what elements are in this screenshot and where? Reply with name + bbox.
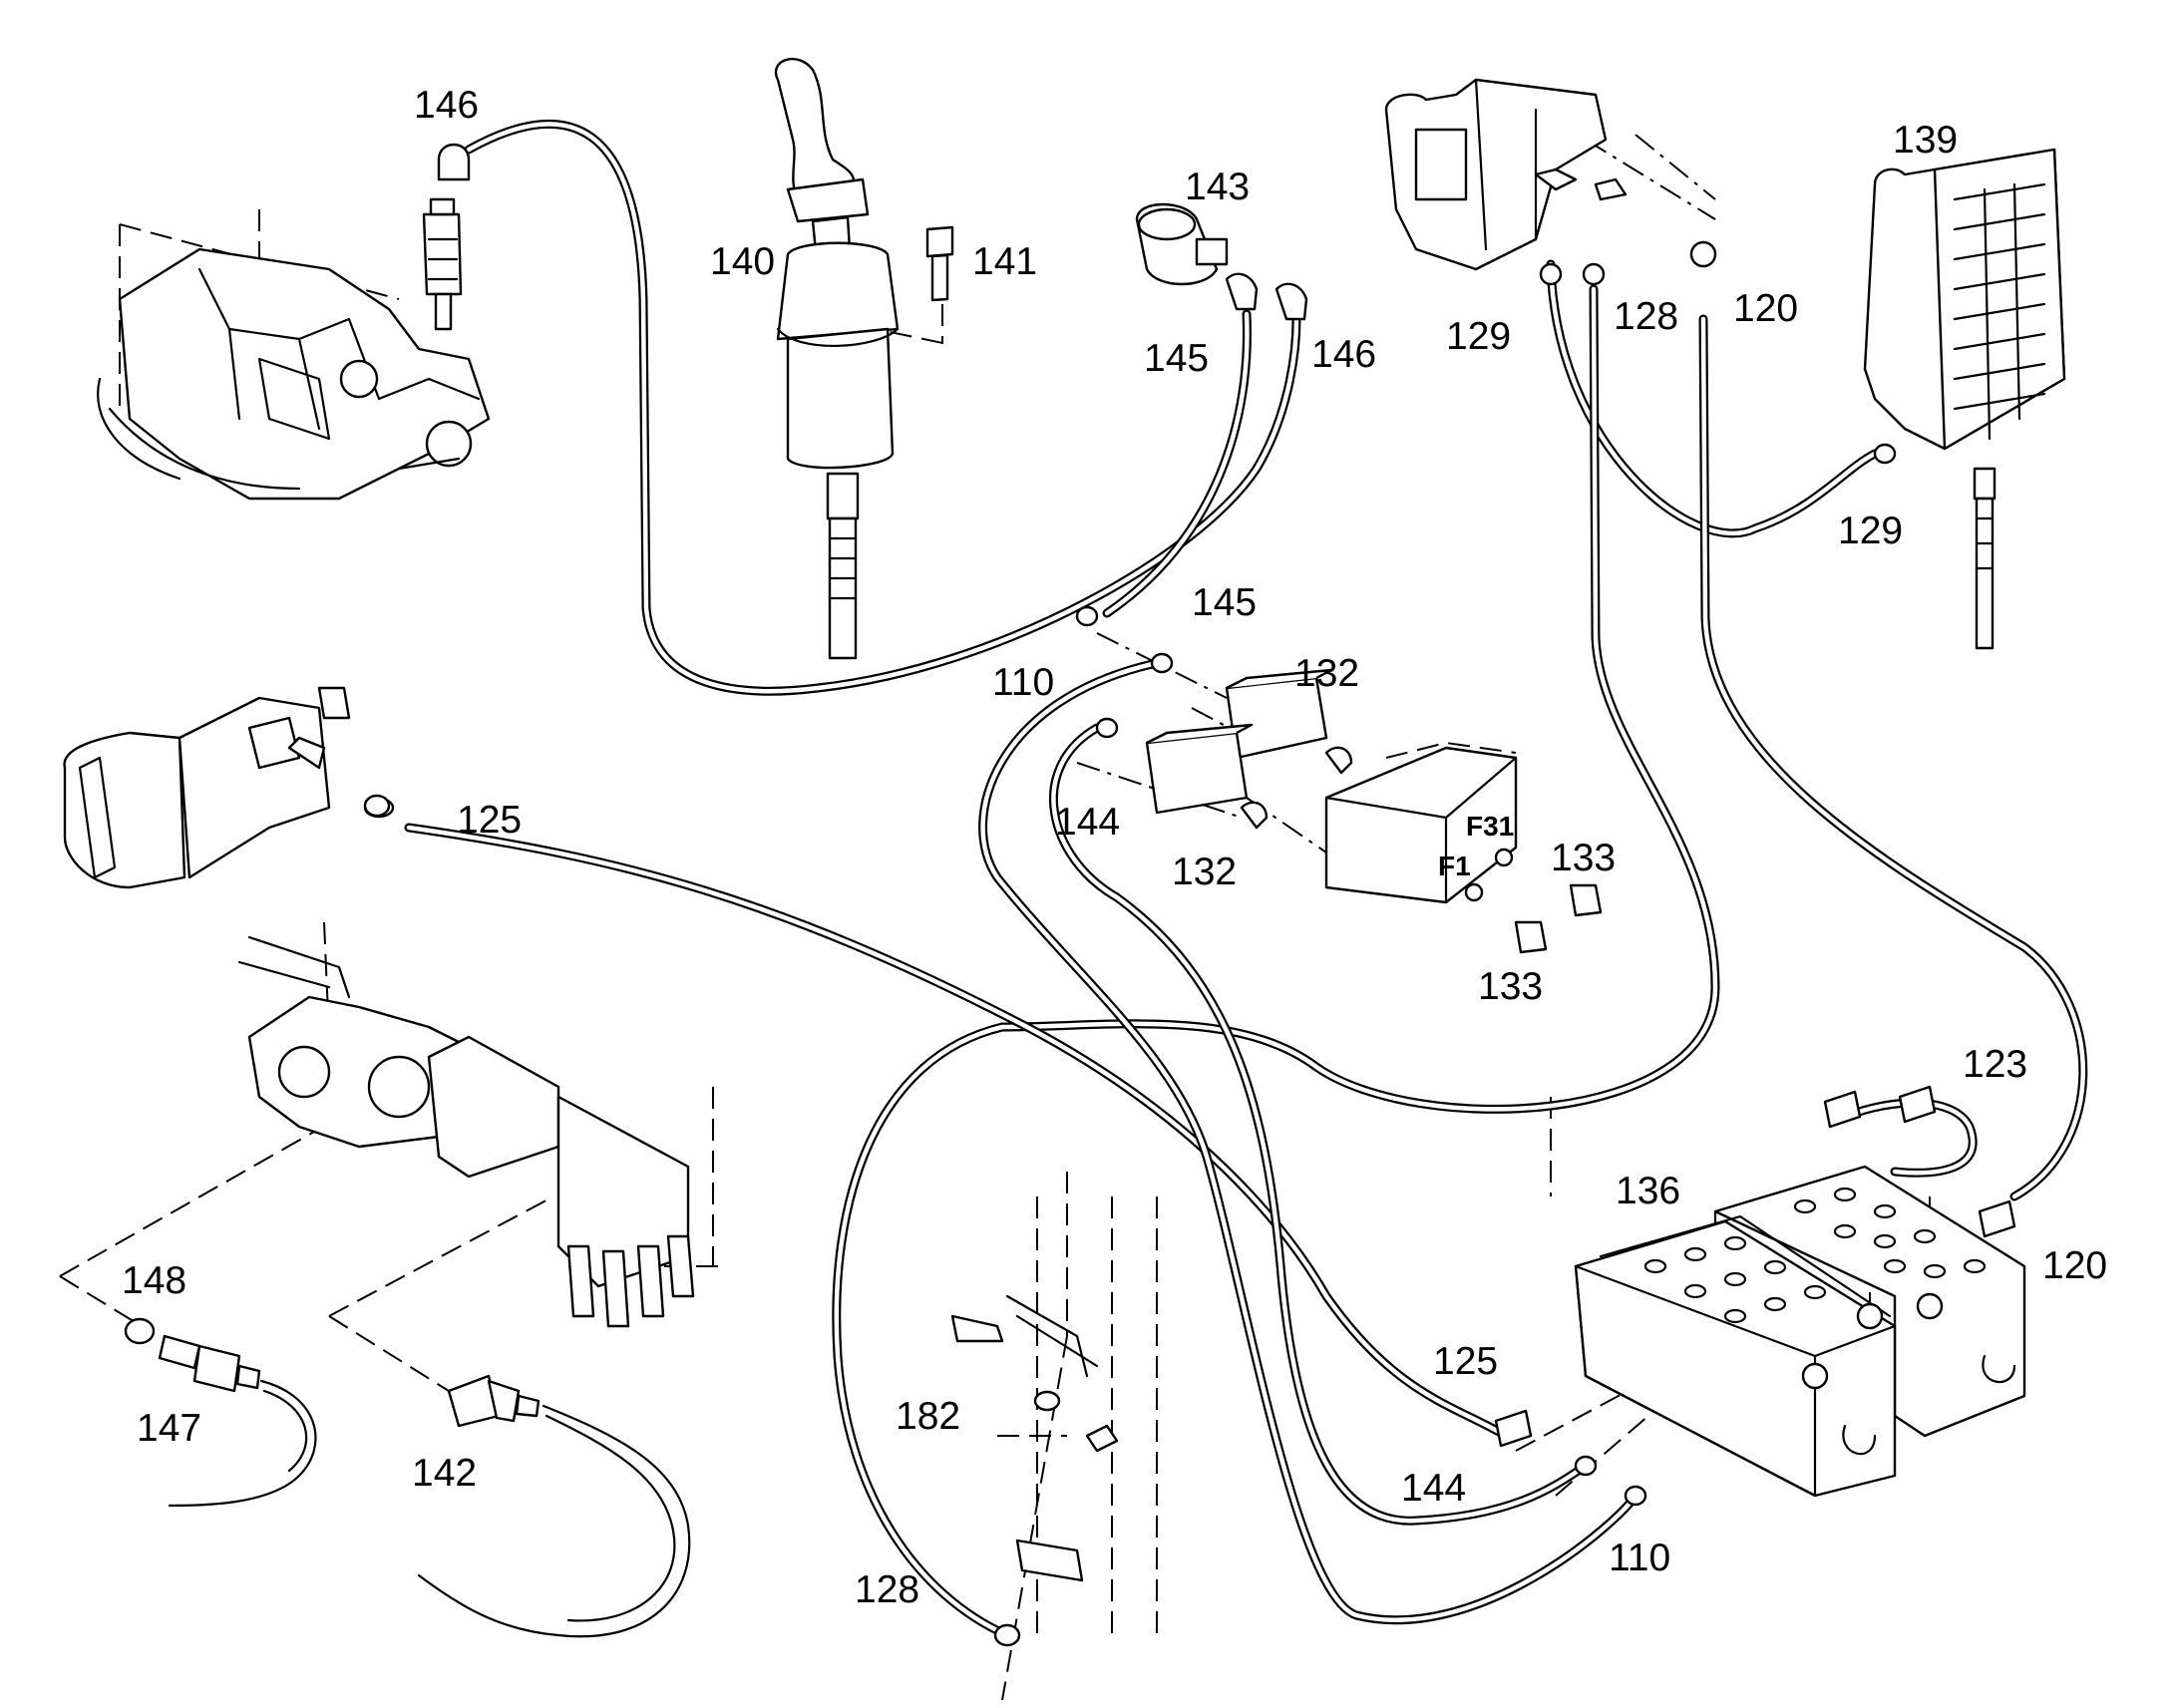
sensor-147 [124,1317,317,1508]
starter-motor [63,686,395,889]
label-145-cable: 145 [1144,337,1209,380]
label-148-seal: 148 [122,1259,186,1302]
label-110-cable: 110 [992,661,1054,704]
label-141-screw: 141 [972,240,1037,283]
label-140-joystick: 140 [710,240,775,283]
label-144-cable: 144 [1055,801,1120,844]
label-144-cable-lower: 144 [1401,1467,1466,1510]
callout-labels: 146 140 141 143 145 146 129 128 120 139 … [122,84,2107,1611]
pressure-sensor-146 [422,143,471,331]
battery-switch [1384,78,1717,286]
label-128-cable: 128 [1614,295,1678,338]
relay-143 [1135,202,1308,321]
screw-141 [925,225,954,302]
label-fuse-f31: F31 [1466,811,1514,842]
fuse-box [1324,741,1603,954]
label-143-relay: 143 [1185,166,1250,208]
joystick-140 [774,58,900,660]
label-110-cable-lower: 110 [1609,1537,1670,1579]
label-128-cable-lower: 128 [855,1568,919,1611]
sensor-142 [417,1374,691,1638]
label-132-breaker-lower: 132 [1172,851,1237,893]
label-120-cable-lower: 120 [2042,1244,2107,1287]
label-120-cable: 120 [1733,287,1798,330]
label-129-cable-lower: 129 [1838,510,1903,552]
cables [404,119,2088,1640]
bracket-182 [950,1294,1119,1582]
label-182-bolt: 182 [896,1395,960,1438]
label-146-cable: 146 [1311,333,1376,376]
label-147-sensor: 147 [137,1407,201,1450]
label-146-sensor: 146 [414,84,479,127]
ring-terminals [363,443,1897,1647]
label-139-control-unit: 139 [1893,119,1958,162]
label-142-sensor: 142 [412,1452,477,1495]
gearbox-assembly [97,247,491,501]
batteries-136 [1494,1085,2026,1498]
valve-block [237,935,695,1328]
label-133-fuse: 133 [1551,837,1616,879]
label-132-breaker-upper: 132 [1294,652,1359,695]
label-fuse-f1: F1 [1438,851,1471,881]
circuit-breakers-132 [1145,668,1353,830]
label-129-cable: 129 [1446,315,1511,358]
label-133-fuse-lower: 133 [1478,965,1543,1008]
label-125-cable: 125 [457,799,522,842]
label-145-cable-lower: 145 [1192,581,1257,624]
label-123-jumper: 123 [1963,1043,2027,1086]
label-125-cable-lower: 125 [1433,1340,1498,1383]
control-unit-139 [1863,148,2066,650]
label-136-batteries: 136 [1616,1170,1680,1212]
